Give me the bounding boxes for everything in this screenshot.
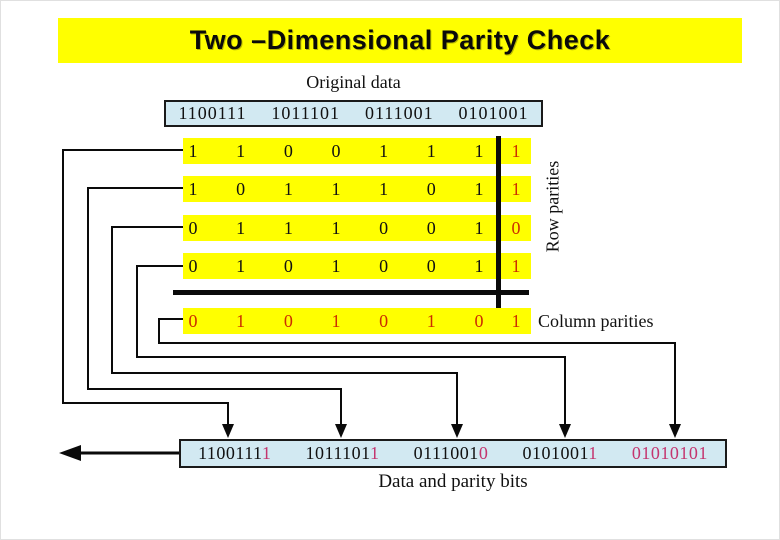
output-data-bits: 1011101	[305, 443, 371, 463]
output-group: 01110010	[414, 443, 489, 464]
bit: 1	[236, 311, 246, 331]
bit: 0	[188, 218, 198, 238]
matrix-row-1: 1 1 0 0 1 1 1 1	[183, 138, 531, 164]
original-data-label: Original data	[306, 72, 401, 92]
bit: 0	[379, 256, 389, 276]
bit: 1	[331, 311, 341, 331]
column-parity-divider-line	[173, 290, 529, 295]
bit: 0	[236, 179, 246, 199]
original-group: 0101001	[458, 103, 529, 123]
row-parity-bit: 1	[511, 311, 521, 331]
output-data-bits: 0101001	[522, 443, 589, 463]
row-parity-bit: 1	[511, 256, 521, 276]
output-group: 01010101	[632, 443, 708, 464]
bit: 0	[283, 256, 293, 276]
matrix-row-4: 0 1 0 1 0 0 1 1	[183, 253, 531, 279]
arrow-down-icon-1	[222, 424, 234, 438]
row-parity-bit: 1	[511, 141, 521, 161]
output-data-bits: 0111001	[413, 443, 479, 463]
original-data-box: 1100111 1011101 0111001 0101001	[164, 100, 543, 127]
bit: 0	[283, 141, 293, 161]
bit: 0	[474, 311, 484, 331]
bit: 1	[236, 141, 246, 161]
bit: 1	[331, 256, 341, 276]
page-title: Two –Dimensional Parity Check	[189, 25, 611, 55]
bit: 1	[188, 141, 198, 161]
row-bits: 1 0 1 1 1 0 1	[183, 176, 489, 202]
bit: 0	[188, 311, 198, 331]
output-parity-bit: 0	[478, 443, 489, 463]
column-parities-label: Column parities	[538, 311, 654, 331]
matrix-row-3: 0 1 1 1 0 0 1 0	[183, 215, 531, 241]
column-parity-row: 0 1 0 1 0 1 0 1	[183, 308, 531, 334]
bit: 1	[379, 141, 389, 161]
bit: 0	[426, 218, 436, 238]
matrix-row-2: 1 0 1 1 1 0 1 1	[183, 176, 531, 202]
bit: 1	[474, 179, 484, 199]
row-parity-bit: 0	[511, 218, 521, 238]
bit: 1	[331, 179, 341, 199]
bit: 1	[283, 179, 293, 199]
bit: 1	[474, 141, 484, 161]
connector-column-parities	[158, 318, 676, 426]
bit: 0	[426, 179, 436, 199]
output-parity-bit: 01010101	[631, 443, 708, 463]
bit: 0	[188, 256, 198, 276]
bit: 1	[236, 218, 246, 238]
bit: 1	[188, 179, 198, 199]
output-data-box: 11001111 10111011 01110010 01010011 0101…	[179, 439, 727, 468]
bit: 1	[236, 256, 246, 276]
row-bits: 0 1 0 1 0 1 0	[183, 308, 489, 334]
bit: 1	[474, 218, 484, 238]
output-group: 10111011	[306, 443, 380, 464]
bit: 0	[283, 311, 293, 331]
bit: 0	[331, 141, 341, 161]
output-parity-bit: 1	[588, 443, 598, 463]
bit: 0	[426, 256, 436, 276]
row-bits: 0 1 1 1 0 0 1	[183, 215, 489, 241]
bit: 1	[426, 311, 436, 331]
row-bits: 1 1 0 0 1 1 1	[183, 138, 489, 164]
output-group: 01010011	[522, 443, 597, 464]
output-parity-bit: 1	[370, 443, 380, 463]
output-group: 11001111	[198, 443, 271, 464]
bit: 1	[283, 218, 293, 238]
arrow-down-icon-3	[451, 424, 463, 438]
original-group: 1100111	[178, 103, 247, 123]
data-and-parity-label: Data and parity bits	[378, 471, 528, 492]
arrow-down-icon-5	[669, 424, 681, 438]
row-parity-bit: 1	[511, 179, 521, 199]
bit: 1	[474, 256, 484, 276]
arrow-down-icon-2	[335, 424, 347, 438]
arrow-down-icon-4	[559, 424, 571, 438]
bit: 1	[379, 179, 389, 199]
bit: 0	[379, 218, 389, 238]
title-banner: Two –Dimensional Parity Check	[58, 18, 742, 63]
row-parities-label: Row parities	[542, 160, 563, 252]
output-data-bits: 1100111	[198, 443, 262, 463]
bit: 1	[331, 218, 341, 238]
bit: 1	[426, 141, 436, 161]
bit: 0	[379, 311, 389, 331]
arrow-left-icon	[59, 445, 81, 461]
output-parity-bit: 1	[261, 443, 272, 463]
row-parity-divider-line	[496, 136, 501, 334]
row-bits: 0 1 0 1 0 0 1	[183, 253, 489, 279]
original-group: 1011101	[271, 103, 341, 123]
original-group: 0111001	[364, 103, 434, 123]
